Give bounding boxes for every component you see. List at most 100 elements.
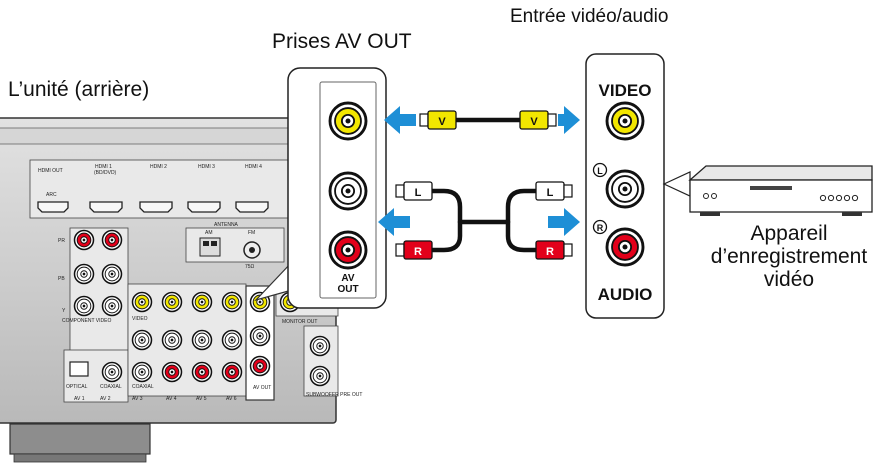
arrow-video-to-unit-icon — [384, 106, 416, 134]
zoom-video-jack[interactable] — [328, 101, 368, 141]
audio-plug-l-right: L — [535, 181, 573, 201]
av-video-jack-6[interactable] — [221, 291, 243, 313]
av-audio-r-jack-5[interactable] — [191, 361, 213, 383]
device-audio-text: AUDIO — [598, 285, 653, 304]
subwoofer-jack-1[interactable] — [309, 335, 331, 357]
video-plug-right-text: V — [530, 116, 538, 128]
zoom-audio-r-jack[interactable] — [328, 230, 368, 270]
device-r-text: R — [597, 223, 604, 233]
device-audio-l-jack[interactable] — [605, 169, 645, 209]
video-audio-input-label: Entrée vidéo/audio — [510, 6, 669, 27]
audio-plug-r-right-text: R — [546, 246, 554, 258]
hdmi1-port[interactable] — [89, 201, 123, 213]
zoom-out-text: OUT — [337, 284, 358, 295]
arc-text: ARC — [46, 192, 57, 198]
unit-jacks — [73, 229, 331, 387]
component-jack-1[interactable] — [73, 229, 95, 251]
arrow-audio-to-unit-icon — [378, 208, 410, 236]
component-jack-7[interactable] — [101, 361, 123, 383]
video-plug-right: V — [519, 110, 557, 130]
av-video-jack-3[interactable] — [131, 291, 153, 313]
y-text: Y — [62, 308, 66, 314]
av-video-jack-5[interactable] — [191, 291, 213, 313]
unit-av-out-r-jack[interactable] — [249, 355, 271, 377]
signal-arrows — [378, 106, 580, 236]
av-out-zoom-callout: AV OUT — [254, 67, 387, 309]
hdmi2-text: HDMI 2 — [150, 164, 167, 170]
zoom-audio-l-jack[interactable] — [328, 171, 368, 211]
zoom-av-text: AV — [341, 273, 354, 284]
fm-text: FM — [248, 230, 255, 236]
av-audio-r-jack-6[interactable] — [221, 361, 243, 383]
av-audio-l-jack-6[interactable] — [221, 329, 243, 351]
unit-av-out-l-jack[interactable] — [249, 325, 271, 347]
pr-text: PR — [58, 238, 65, 244]
av-out-jacks-label: Prises AV OUT — [272, 30, 412, 53]
av-audio-r-jack-4[interactable] — [161, 361, 183, 383]
recording-device-label-line2: d’enregistrement — [710, 245, 868, 268]
video-text: VIDEO — [132, 316, 148, 322]
av-audio-l-jack-3[interactable] — [131, 329, 153, 351]
recording-device — [662, 165, 873, 216]
unit-rear-panel: HDMI OUT ARC HDMI 1 (BD/DVD) HDMI 2 HDMI… — [0, 117, 362, 463]
am-terminal[interactable] — [199, 237, 221, 257]
video-plug-left: V — [419, 110, 457, 130]
audio-plug-l-left-text: L — [415, 187, 422, 199]
unit-av-out-text: AV OUT — [253, 385, 271, 391]
subwoofer-pre-out-text: SUBWOOFER PRE OUT — [306, 392, 362, 398]
hdmi4-port[interactable] — [235, 201, 269, 213]
audio-plug-l-right-text: L — [547, 187, 554, 199]
component-jack-6[interactable] — [101, 295, 123, 317]
audio-plug-l-left: L — [395, 181, 433, 201]
hdmi3-port[interactable] — [187, 201, 221, 213]
av1-text: AV 1 — [74, 396, 85, 402]
unit-foot — [9, 423, 151, 455]
component-jack-4[interactable] — [101, 229, 123, 251]
hdmi-out-port[interactable] — [37, 201, 69, 213]
hdmi1-sub-text: (BD/DVD) — [94, 170, 117, 176]
recording-device-label-line1: Appareil — [750, 222, 828, 245]
hdmi1-text: HDMI 1 — [95, 164, 112, 170]
cable-plugs: V V L R L R — [395, 110, 573, 260]
arrow-video-to-device-icon — [558, 106, 580, 134]
audio-plug-r-right: R — [535, 240, 573, 260]
left-badge — [592, 162, 608, 178]
av-audio-l-jack-5[interactable] — [191, 329, 213, 351]
recording-device-label: Appareil d’enregistrement vidéo — [694, 222, 881, 291]
audio-plug-r-left-text: R — [414, 246, 422, 258]
hdmi4-text: HDMI 4 — [245, 164, 262, 170]
video-plug-left-text: V — [438, 116, 446, 128]
unit-rear-label: L’unité (arrière) — [8, 78, 150, 101]
component-jack-5[interactable] — [101, 263, 123, 285]
coaxial-text-2: COAXIAL — [100, 384, 122, 390]
recording-device-label-line3: vidéo — [763, 268, 815, 291]
hdmi2-port[interactable] — [139, 201, 173, 213]
av5-text: AV 5 — [196, 396, 207, 402]
av-video-jack-4[interactable] — [161, 291, 183, 313]
pb-text: PB — [58, 276, 65, 282]
device-video-jack[interactable] — [605, 101, 645, 141]
subwoofer-jack-2[interactable] — [309, 365, 331, 387]
device-jacks — [605, 101, 645, 267]
device-jack-panel: VIDEO AUDIO L R — [585, 53, 665, 319]
av4-text: AV 4 — [166, 396, 177, 402]
right-badge — [592, 219, 608, 235]
component-jack-2[interactable] — [73, 263, 95, 285]
optical-port[interactable] — [69, 361, 89, 377]
cables — [405, 117, 559, 253]
component-jack-3[interactable] — [73, 295, 95, 317]
hdmi-out-text: HDMI OUT — [38, 168, 63, 174]
am-text: AM — [205, 230, 213, 236]
av6-text: AV 6 — [226, 396, 237, 402]
av3-text: AV 3 — [132, 396, 143, 402]
av-audio-l-jack-4[interactable] — [161, 329, 183, 351]
av2-text: AV 2 — [100, 396, 111, 402]
av-audio-r-jack-3[interactable] — [131, 361, 153, 383]
device-video-text: VIDEO — [599, 81, 652, 100]
component-video-text: COMPONENT VIDEO — [62, 318, 111, 324]
zoom-jacks — [328, 101, 368, 270]
device-l-text: L — [597, 166, 603, 176]
audio-plug-r-left: R — [395, 240, 433, 260]
device-audio-r-jack[interactable] — [605, 227, 645, 267]
